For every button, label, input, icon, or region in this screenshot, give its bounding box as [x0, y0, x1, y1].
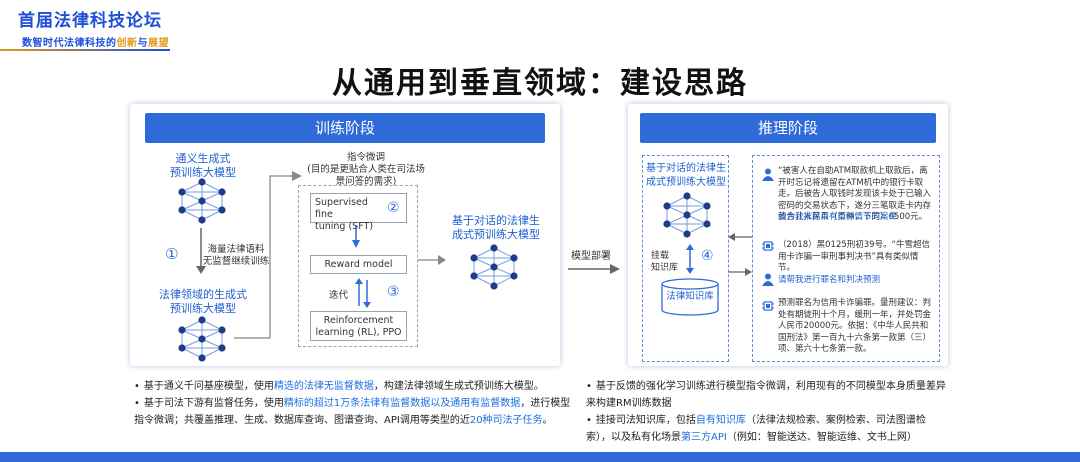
logo-subtitle: 数智时代法律科技的创新与展望 — [22, 38, 169, 49]
iterate-arrows-icon — [355, 278, 371, 308]
connector-arrow-icon — [234, 171, 302, 339]
bullet-item: •基于通义千问基座模型，使用精选的法律无监督数据，构建法律领域生成式预训练大模型… — [134, 381, 544, 392]
left-arrow-icon — [728, 233, 752, 241]
logo-underline — [0, 49, 170, 51]
dialogue-box — [752, 155, 940, 362]
step4-number: ④ — [701, 248, 714, 264]
iterate-label: 迭代 — [329, 290, 349, 301]
step2-number: ② — [387, 200, 400, 216]
ai-chip-icon — [762, 241, 774, 251]
instruction-tuning-title: 指令微调 (目的是更贴合人类在司法场 景问答的需求) — [307, 152, 425, 187]
step1-text: 海量法律语料 无监督继续训练 — [202, 244, 270, 267]
mount-kb-label: 挂载 知识库 — [651, 251, 679, 273]
similar-case-request: 请为我推荐具有类似情节的案件 — [778, 212, 898, 222]
deploy-arrow-icon — [568, 264, 620, 274]
dialog-model-label: 基于对话的法律生 成式预训练大模型 — [452, 214, 540, 241]
up-down-arrow-icon — [686, 244, 694, 274]
kb-label: 法律知识库 — [666, 291, 714, 302]
prediction-answer: 预测罪名为信用卡诈骗罪。量刑建议：判处有期徒刑十个月，缓刑一年，并处罚金人民币2… — [778, 298, 932, 354]
inference-model-box — [642, 155, 729, 362]
inference-panel — [628, 104, 948, 366]
ai-chip-icon — [762, 301, 774, 311]
user-icon — [762, 168, 774, 181]
training-header: 训练阶段 — [145, 113, 545, 143]
sft-box: Supervised fine tuning (SFT) — [310, 193, 407, 232]
similar-case-answer: （2018）黑0125刑初39号。“牛雪超信用卡诈骗一审刑事判决书”具有类似情节… — [778, 240, 930, 273]
bullets-right: •基于反馈的强化学习训练进行模型指令微调，利用现有的不同模型本身质量差异来构建R… — [586, 378, 948, 446]
right-arrow-icon — [728, 268, 752, 276]
bullet-item: •基于司法下游有监督任务，使用精标的超过1万条法律有监督数据以及通用有监督数据，… — [134, 398, 571, 426]
inference-model-label: 基于对话的法律生 成式预训练大模型 — [646, 163, 726, 188]
general-model-label: 通义生成式 预训练大模型 — [170, 152, 236, 179]
down-arrow-icon — [196, 228, 206, 274]
user-icon — [762, 273, 774, 286]
prediction-request: 请帮我进行罪名和判决预测 — [778, 275, 881, 285]
step3-number: ③ — [387, 284, 400, 300]
right-arrow-icon — [418, 255, 446, 265]
neural-network-icon — [663, 192, 711, 238]
step1-number: ① — [165, 245, 179, 263]
down-arrow-icon — [352, 226, 360, 248]
database-icon — [661, 278, 719, 316]
page-title: 从通用到垂直领域：建设思路 — [332, 66, 748, 101]
inference-header: 推理阶段 — [640, 113, 936, 143]
deploy-label: 模型部署 — [571, 251, 611, 262]
neural-network-icon — [178, 316, 226, 362]
logo-title: 首届法律科技论坛 — [18, 11, 162, 31]
neural-network-icon — [178, 178, 226, 224]
case-query-text: “被害人在自助ATM取款机上取款后，离开时忘记将遗留在ATM机中的银行卡取走。后… — [778, 166, 932, 222]
bottom-bar — [0, 452, 1080, 462]
rl-box: Reinforcement learning (RL), PPO — [310, 311, 407, 341]
bullet-item: •基于反馈的强化学习训练进行模型指令微调，利用现有的不同模型本身质量差异来构建R… — [586, 381, 946, 409]
bullets-left: •基于通义千问基座模型，使用精选的法律无监督数据，构建法律领域生成式预训练大模型… — [134, 378, 579, 429]
reward-model-box: Reward model — [310, 255, 407, 274]
neural-network-icon — [470, 244, 518, 290]
legal-model-label: 法律领域的生成式 预训练大模型 — [159, 288, 247, 315]
instruction-tuning-box — [298, 185, 418, 347]
bullet-item: •挂接司法知识库，包括自有知识库（法律法规检索、案例检索、司法图谱检索），以及私… — [586, 415, 926, 443]
